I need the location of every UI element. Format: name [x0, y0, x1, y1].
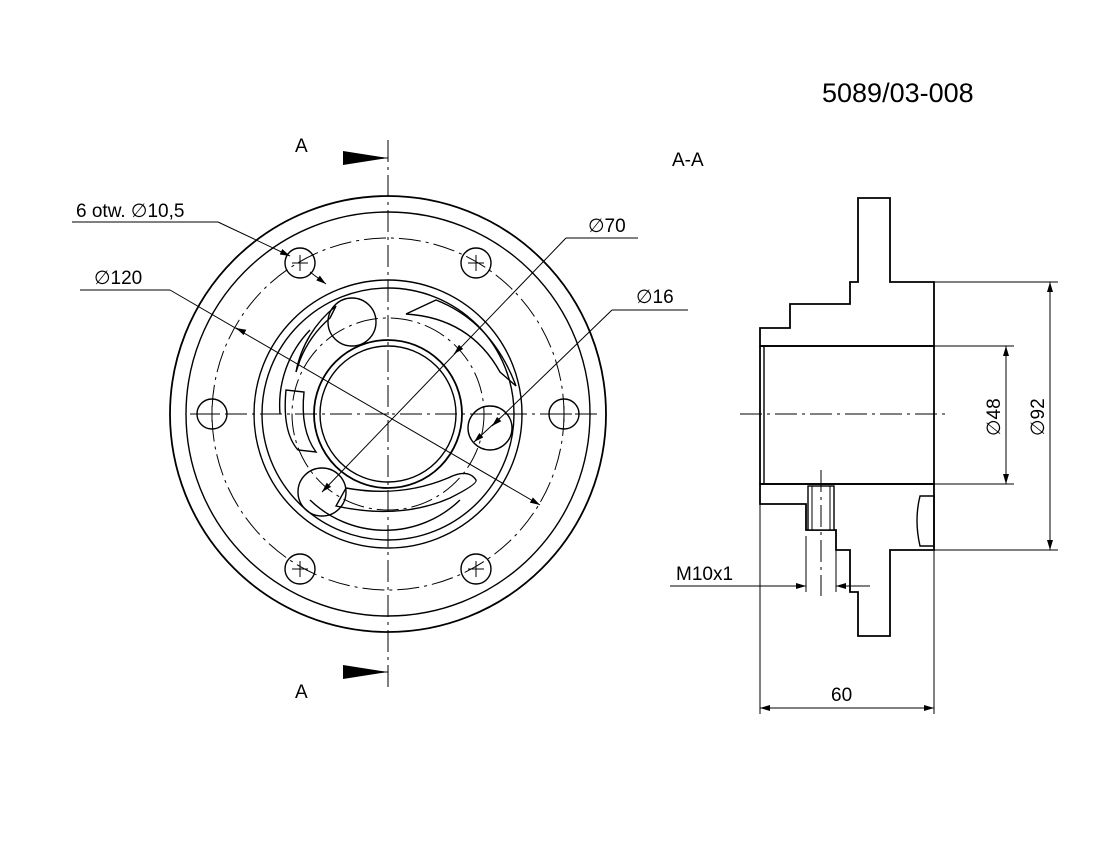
bolt-hole-5: [284, 553, 316, 585]
svg-text:A: A: [295, 136, 308, 157]
flange-inner-edge: [185, 211, 591, 617]
dim-dia-92: ∅92: [934, 281, 1058, 551]
bore-outer: [313, 339, 463, 489]
svg-text:6 otw. ∅10,5: 6 otw. ∅10,5: [76, 201, 184, 222]
section-body-lower: [759, 483, 935, 637]
slot-arc-outer: [278, 329, 311, 415]
section-title: A-A: [672, 150, 704, 171]
svg-text:60: 60: [831, 685, 852, 706]
slot-3: [284, 389, 477, 517]
section-marker-top: A: [295, 136, 388, 165]
bolt-hole-6: [460, 553, 492, 585]
hub-outer-edge: [253, 279, 523, 549]
dim-dia-48: ∅48: [934, 345, 1014, 485]
section-marker-bottom: A: [295, 665, 388, 703]
hub-inner-edge: [261, 287, 515, 541]
dim-dia-70: ∅70: [321, 216, 638, 493]
svg-text:∅92: ∅92: [1028, 398, 1049, 436]
section-body-upper: [759, 197, 935, 347]
bolt-hole-3: [196, 398, 228, 430]
dim-thread: M10x1: [670, 564, 870, 589]
slot-arc-lower: [309, 499, 461, 531]
drawing-number: 5089/03-008: [822, 78, 974, 108]
svg-text:A: A: [295, 682, 308, 703]
svg-text:M10x1: M10x1: [676, 564, 733, 585]
bolt-hole-2: [460, 247, 492, 279]
tapped-hole: [805, 470, 837, 596]
holes-callout: 6 otw. ∅10,5: [72, 201, 327, 285]
slot-bolt-hole: [467, 405, 513, 451]
svg-text:∅120: ∅120: [94, 268, 142, 289]
front-view: A A 6 otw. ∅10,5 ∅120 ∅70: [72, 136, 688, 703]
bolt-hole-4: [548, 398, 580, 430]
svg-text:∅16: ∅16: [636, 287, 674, 308]
dim-dia-120: ∅120: [80, 268, 541, 506]
outer-flange-edge: [169, 195, 607, 633]
lower-recess: [916, 495, 935, 547]
section-view: A-A ∅48: [670, 150, 1058, 714]
svg-text:∅70: ∅70: [588, 216, 626, 237]
svg-text:∅48: ∅48: [984, 398, 1005, 436]
bolt-hole-1: [284, 247, 316, 279]
slot-circle: [291, 317, 485, 511]
dim-length-60: 60: [759, 504, 935, 714]
slot-2: [405, 299, 517, 387]
bore-inner: [319, 345, 457, 483]
dim-dia-16: ∅16: [473, 287, 688, 443]
